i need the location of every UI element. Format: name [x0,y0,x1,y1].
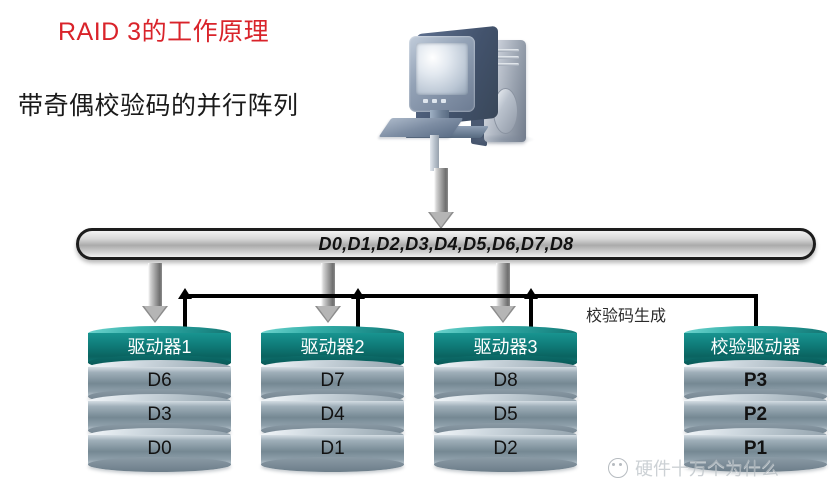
drive-2-block-1: D7 [261,360,404,404]
drive-stack-2: 驱动器2 D7 D4 D1 [261,326,404,472]
parity-drop-line [754,294,758,330]
drive-2-block-3: D1 [261,428,404,472]
parity-drive-header-label: 校验驱动器 [710,337,801,357]
keyboard [378,118,464,137]
parity-drive-block-3: P1 [684,428,827,472]
monitor-screen [416,43,468,95]
drive-3-block-1-label: D8 [493,370,518,391]
smiley-circle-icon [608,458,628,478]
parity-drive-block-1-label: P3 [743,370,768,391]
stand-pole [430,135,439,171]
drive-1-block-3-label: D0 [147,438,172,459]
data-stripe-label: D0,D1,D2,D3,D4,D5,D6,D7,D8 [318,233,574,254]
parity-riser-drive-2 [356,297,360,337]
drive-1-block-2-label: D3 [147,404,172,425]
parity-drive-block-2-label: P2 [743,404,768,425]
parity-generation-label: 校验码生成 [586,308,667,325]
parity-riser-arrowhead-2 [351,288,365,299]
computer-shadow [473,134,535,145]
drive-2-block-3-label: D1 [320,438,345,459]
page-title: RAID 3的工作原理 [58,18,270,46]
parity-riser-drive-3 [529,297,533,337]
parity-riser-drive-1 [183,297,187,337]
drive-2-header: 驱动器2 [261,326,404,370]
drive-3-block-2-label: D5 [493,404,518,425]
parity-riser-arrowhead-3 [524,288,538,299]
monitor-buttons [423,99,461,103]
drive-stack-parity: 校验驱动器 P3 P2 P1 [684,326,827,472]
parity-drive-block-3-label: P1 [743,438,768,459]
data-stripe-bar: D0,D1,D2,D3,D4,D5,D6,D7,D8 [76,228,816,260]
drive-3-block-3-label: D2 [493,438,518,459]
drive-3-header-label: 驱动器3 [473,337,538,357]
parity-riser-arrowhead-1 [178,288,192,299]
tower-vent-2 [491,56,519,59]
drive-3-header: 驱动器3 [434,326,577,370]
page-subtitle: 带奇偶校验码的并行阵列 [18,92,299,120]
drive-2-block-1-label: D7 [320,370,345,391]
tower-vent-3 [491,63,519,66]
desktop-computer-icon [378,22,563,172]
watermark-text: 硬件十万个为什么 [635,459,779,479]
parity-bus-line [183,294,758,298]
drive-1-block-1-label: D6 [147,370,172,391]
drive-1-block-3: D0 [88,428,231,472]
drive-stack-3: 驱动器3 D8 D5 D2 [434,326,577,472]
drive-3-block-3: D2 [434,428,577,472]
drive-2-header-label: 驱动器2 [300,337,365,357]
tower-vent-1 [491,49,519,52]
monitor-bezel [409,36,475,112]
drive-stack-1: 驱动器1 D6 D3 D0 [88,326,231,472]
drive-2-block-2-label: D4 [320,404,345,425]
watermark: 硬件十万个为什么 [608,455,779,481]
drive-1-header-label: 驱动器1 [127,337,192,357]
